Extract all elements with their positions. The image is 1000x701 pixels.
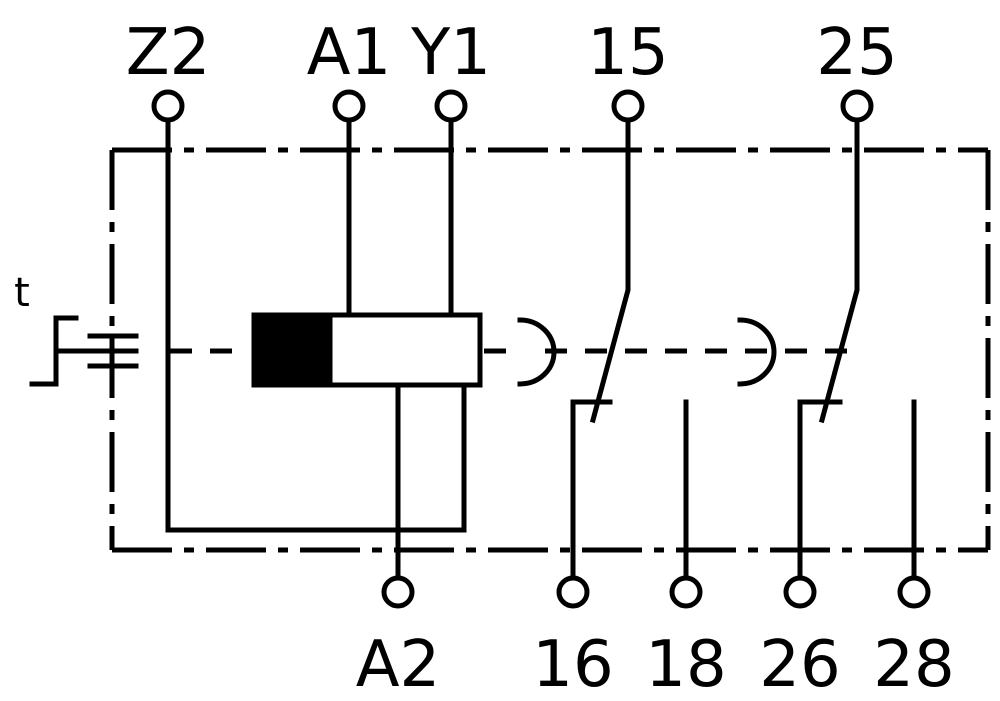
terminal-label-18: 18 <box>645 628 726 701</box>
terminal-18 <box>669 575 703 609</box>
terminal-z2 <box>151 89 185 123</box>
timing-mark-label: t <box>14 270 30 316</box>
terminal-label-15: 15 <box>587 16 668 90</box>
terminal-28 <box>897 575 931 609</box>
terminal-a2 <box>381 575 415 609</box>
terminal-label-a2: A2 <box>356 628 441 701</box>
terminal-a1 <box>332 89 366 123</box>
terminal-label-16: 16 <box>532 628 613 701</box>
delay-arc-2 <box>737 317 777 387</box>
relay-coil <box>251 312 483 388</box>
wiring <box>165 117 917 581</box>
timing-symbol <box>29 315 139 387</box>
terminal-label-y1: Y1 <box>410 16 491 90</box>
terminal-16 <box>556 575 590 609</box>
terminal-label-26: 26 <box>759 628 840 701</box>
terminal-25 <box>840 89 874 123</box>
terminal-label-z2: Z2 <box>126 16 211 90</box>
terminal-label-25: 25 <box>816 16 897 90</box>
terminal-y1 <box>434 89 468 123</box>
terminal-label-28: 28 <box>873 628 954 701</box>
terminal-label-a1: A1 <box>307 16 392 90</box>
delay-arc-1 <box>517 317 557 387</box>
terminal-15 <box>611 89 645 123</box>
terminal-26 <box>783 575 817 609</box>
